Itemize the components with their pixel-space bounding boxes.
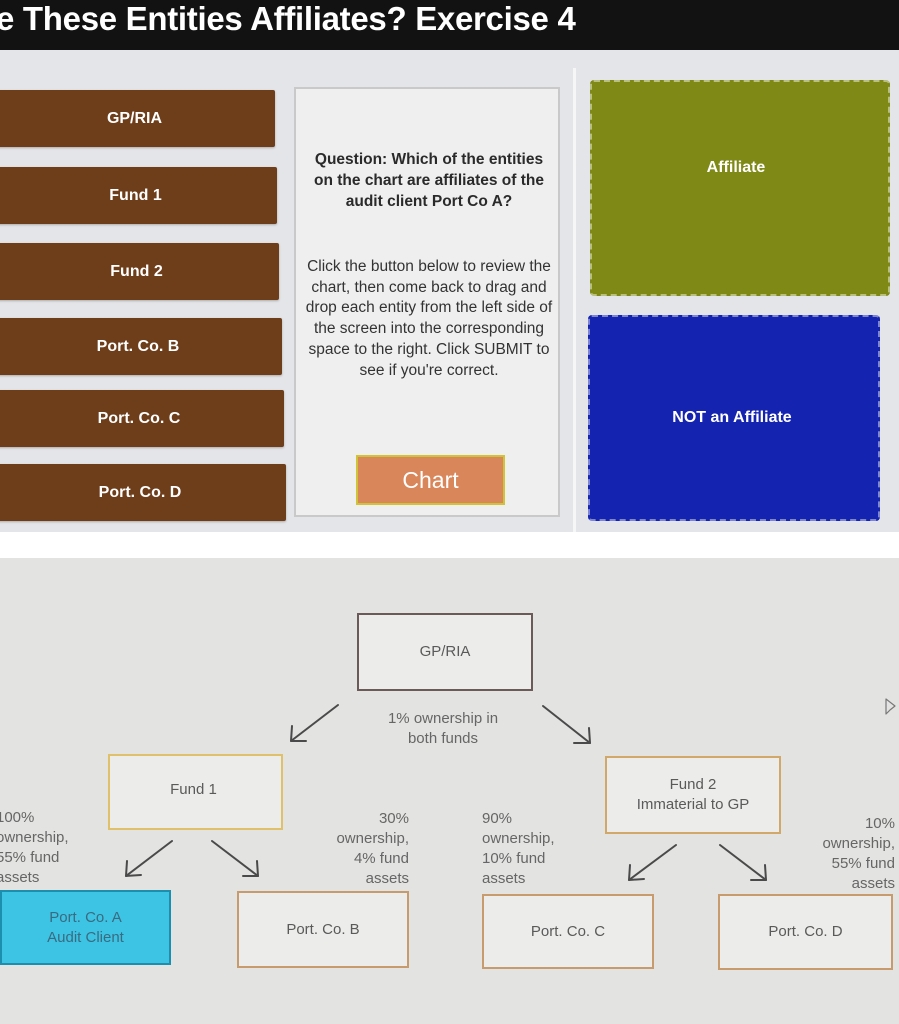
- node-sublabel: Immaterial to GP: [636, 796, 750, 813]
- arrow-fund1-to-a: [125, 840, 173, 877]
- entity-label: GP/RIA: [106, 109, 163, 127]
- chart-arrows: [125, 698, 896, 881]
- panel-divider: [573, 68, 576, 532]
- chart-button[interactable]: Chart: [356, 455, 505, 505]
- entity-fund-1[interactable]: Fund 1: [0, 167, 277, 224]
- node-label: GP/RIA: [419, 643, 471, 660]
- arrow-fund2-to-c: [628, 844, 677, 881]
- port-d-ownership-note: 10% ownership, 55% fund assets: [822, 815, 895, 892]
- entity-gp-ria[interactable]: GP/RIA: [0, 90, 275, 147]
- affiliate-label: Affiliate: [706, 159, 766, 176]
- question-text: Question: Which of the entities on the c…: [314, 151, 544, 210]
- entity-label: Fund 2: [110, 262, 163, 280]
- instructions-text: Click the button below to review the cha…: [305, 258, 553, 379]
- node-fund-2: Fund 2 Immaterial to GP: [605, 756, 781, 834]
- chart-button-label: Chart: [402, 466, 459, 493]
- arrow-gp-to-fund1: [290, 704, 339, 742]
- page-title: e These Entities Affiliates? Exercise 4: [0, 0, 576, 37]
- node-port-co-a: Port. Co. A Audit Client: [0, 890, 171, 965]
- node-port-co-b: Port. Co. B: [237, 891, 409, 968]
- port-a-ownership-note: 100% ownership, 55% fund assets: [0, 809, 69, 886]
- node-fund-1: Fund 1: [108, 754, 283, 830]
- arrow-fund1-to-b: [211, 840, 259, 877]
- affiliate-drop-zone[interactable]: Affiliate: [590, 80, 890, 296]
- node-gp-ria: GP/RIA: [357, 613, 533, 691]
- node-label: Port. Co. D: [768, 923, 843, 940]
- node-label: Fund 1: [170, 781, 217, 798]
- entity-fund-2[interactable]: Fund 2: [0, 243, 279, 300]
- not-affiliate-drop-zone[interactable]: NOT an Affiliate: [588, 315, 880, 521]
- entity-label: Port. Co. C: [97, 409, 181, 427]
- node-label: Fund 2: [669, 776, 717, 793]
- question-panel: Question: Which of the entities on the c…: [294, 87, 560, 517]
- entity-label: Port. Co. D: [98, 483, 182, 501]
- not-affiliate-label: NOT an Affiliate: [672, 409, 792, 426]
- node-port-co-c: Port. Co. C: [482, 894, 654, 969]
- mouse-cursor-icon: [885, 698, 896, 715]
- node-label: Port. Co. C: [530, 922, 606, 940]
- exercise-panel: GP/RIA Fund 1 Fund 2 Port. Co. B Port. C…: [0, 50, 899, 532]
- port-c-ownership-note: 90% ownership, 10% fund assets: [482, 810, 555, 887]
- node-sublabel: Audit Client: [47, 928, 124, 946]
- title-bar: e These Entities Affiliates? Exercise 4: [0, 0, 899, 50]
- node-label: Port. Co. A: [49, 908, 122, 926]
- section-gap: [0, 532, 899, 558]
- org-chart: GP/RIA 1% ownership in both funds Fund 1…: [0, 558, 899, 1024]
- node-port-co-d: Port. Co. D: [718, 894, 893, 970]
- arrow-fund2-to-d: [719, 844, 767, 881]
- entity-port-co-b[interactable]: Port. Co. B: [0, 318, 282, 375]
- arrow-gp-to-fund2: [542, 705, 591, 744]
- entity-label: Port. Co. B: [96, 337, 180, 355]
- entity-port-co-c[interactable]: Port. Co. C: [0, 390, 284, 447]
- entity-label: Fund 1: [109, 186, 162, 204]
- gp-ownership-note: 1% ownership in both funds: [387, 710, 499, 747]
- entity-port-co-d[interactable]: Port. Co. D: [0, 464, 286, 521]
- node-label: Port. Co. B: [286, 920, 360, 938]
- port-b-ownership-note: 30% ownership, 4% fund assets: [336, 810, 409, 887]
